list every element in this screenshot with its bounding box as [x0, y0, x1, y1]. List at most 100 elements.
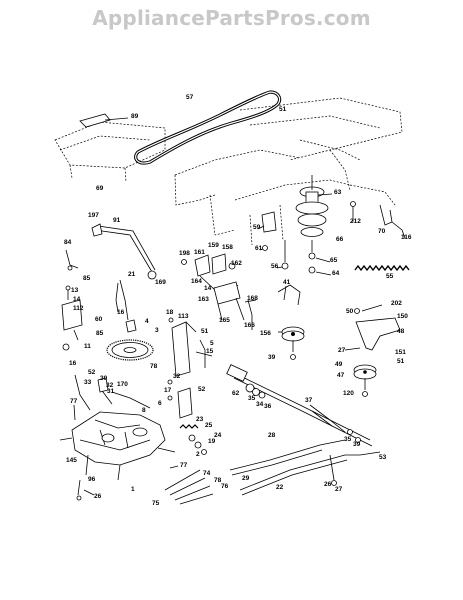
- callout-c57: 57: [186, 94, 194, 101]
- callout-c151: 151: [395, 349, 406, 356]
- spring-55: [354, 264, 410, 272]
- callout-c39a: 39: [268, 354, 276, 361]
- callout-c18: 18: [166, 309, 174, 316]
- callout-c26b: 26: [94, 493, 102, 500]
- callout-c70: 70: [378, 228, 386, 235]
- callout-c91: 91: [113, 217, 121, 224]
- left-hardware: [73, 404, 179, 501]
- callout-c150: 150: [397, 313, 408, 320]
- callout-c85b: 85: [96, 330, 104, 337]
- callout-c84: 84: [64, 239, 72, 246]
- callout-c156: 156: [260, 330, 271, 337]
- left-bracket: [61, 285, 83, 351]
- callout-c158: 158: [222, 244, 233, 251]
- bracket-5: [195, 339, 213, 368]
- callout-c4: 4: [145, 318, 149, 325]
- callout-c78b: 78: [214, 477, 222, 484]
- drive-belt: [134, 90, 282, 165]
- callout-c168: 168: [247, 295, 258, 302]
- callout-c52b: 52: [198, 386, 206, 393]
- brake-parts: [179, 424, 207, 455]
- callout-c8: 8: [142, 407, 146, 414]
- callout-c202: 202: [391, 300, 402, 307]
- callout-c161: 161: [194, 249, 205, 256]
- lower-rods: [229, 439, 381, 496]
- callout-c50: 50: [346, 308, 354, 315]
- callout-c77b: 77: [180, 462, 188, 469]
- callout-c120: 120: [343, 390, 354, 397]
- callout-c78: 78: [150, 363, 158, 370]
- callout-c76: 76: [221, 483, 229, 490]
- callout-c34: 34: [256, 401, 264, 408]
- shift-mechanism: [181, 253, 245, 321]
- callout-c164: 164: [191, 278, 202, 285]
- callout-c41: 41: [283, 279, 291, 286]
- lever-168: [244, 299, 257, 330]
- rod-21: [115, 279, 129, 321]
- callout-c51c: 51: [397, 358, 405, 365]
- callout-c36: 36: [264, 403, 272, 410]
- callout-c29: 29: [242, 475, 250, 482]
- bracket-113: [168, 317, 197, 377]
- callout-c62: 62: [232, 390, 240, 397]
- watermark-text: AppliancePartsPros.com: [92, 6, 371, 30]
- callout-c59: 59: [253, 224, 261, 231]
- callout-c31: 31: [107, 388, 115, 395]
- callout-c77a: 77: [70, 398, 78, 405]
- callout-c61: 61: [255, 245, 263, 252]
- callout-c69: 69: [96, 185, 104, 192]
- shift-lever: [91, 223, 157, 280]
- callout-c15: 15: [206, 348, 214, 355]
- callout-c51a: 51: [279, 106, 287, 113]
- plate-89: [79, 113, 129, 128]
- bracket-70: [350, 201, 406, 239]
- callout-c1: 1: [131, 486, 135, 493]
- callout-c75: 75: [152, 500, 160, 507]
- callout-c16b: 16: [69, 360, 77, 367]
- callout-c48a: 48: [397, 328, 405, 335]
- callout-c32a: 32: [173, 373, 181, 380]
- callout-c170: 170: [117, 381, 128, 388]
- callout-c60: 60: [95, 316, 103, 323]
- callout-c89: 89: [131, 113, 139, 120]
- callout-c17: 17: [164, 387, 172, 394]
- callout-c166: 166: [244, 322, 255, 329]
- transaxle-shift-rods: [74, 374, 193, 419]
- callout-c35b: 35: [344, 436, 352, 443]
- lower-right-pivot: [329, 429, 361, 486]
- callout-c55: 55: [386, 273, 394, 280]
- callout-c163: 163: [198, 296, 209, 303]
- callout-c21: 21: [128, 271, 136, 278]
- callout-c85a: 85: [83, 275, 91, 282]
- callout-c53: 53: [379, 454, 387, 461]
- callout-c39b: 39: [353, 441, 361, 448]
- callout-c28: 28: [268, 432, 276, 439]
- callout-c22: 22: [276, 484, 284, 491]
- callout-c212: 212: [350, 218, 361, 225]
- callout-c145: 145: [66, 457, 77, 464]
- idler-pulley: [278, 326, 305, 360]
- callout-c13: 13: [71, 287, 79, 294]
- callout-c169: 169: [155, 279, 166, 286]
- callout-c49: 49: [335, 361, 343, 368]
- transaxle: [59, 411, 176, 481]
- callout-c198: 198: [179, 250, 190, 257]
- callout-c3: 3: [155, 327, 159, 334]
- callout-c16a: 16: [117, 309, 125, 316]
- callout-c35a: 35: [248, 395, 256, 402]
- callout-c159: 159: [208, 242, 219, 249]
- callout-c6: 6: [158, 400, 162, 407]
- callout-c25: 25: [205, 422, 213, 429]
- callout-c112: 112: [73, 305, 84, 312]
- bolts-75: [164, 469, 214, 505]
- callout-c63: 63: [334, 189, 342, 196]
- callout-c52a: 52: [88, 369, 96, 376]
- callout-c2: 2: [196, 451, 200, 458]
- callout-c5: 5: [210, 340, 214, 347]
- callout-c64: 64: [332, 270, 340, 277]
- callout-c11: 11: [84, 343, 91, 350]
- transmission-pulley: [106, 319, 154, 361]
- idler-bracket-41: [277, 284, 301, 306]
